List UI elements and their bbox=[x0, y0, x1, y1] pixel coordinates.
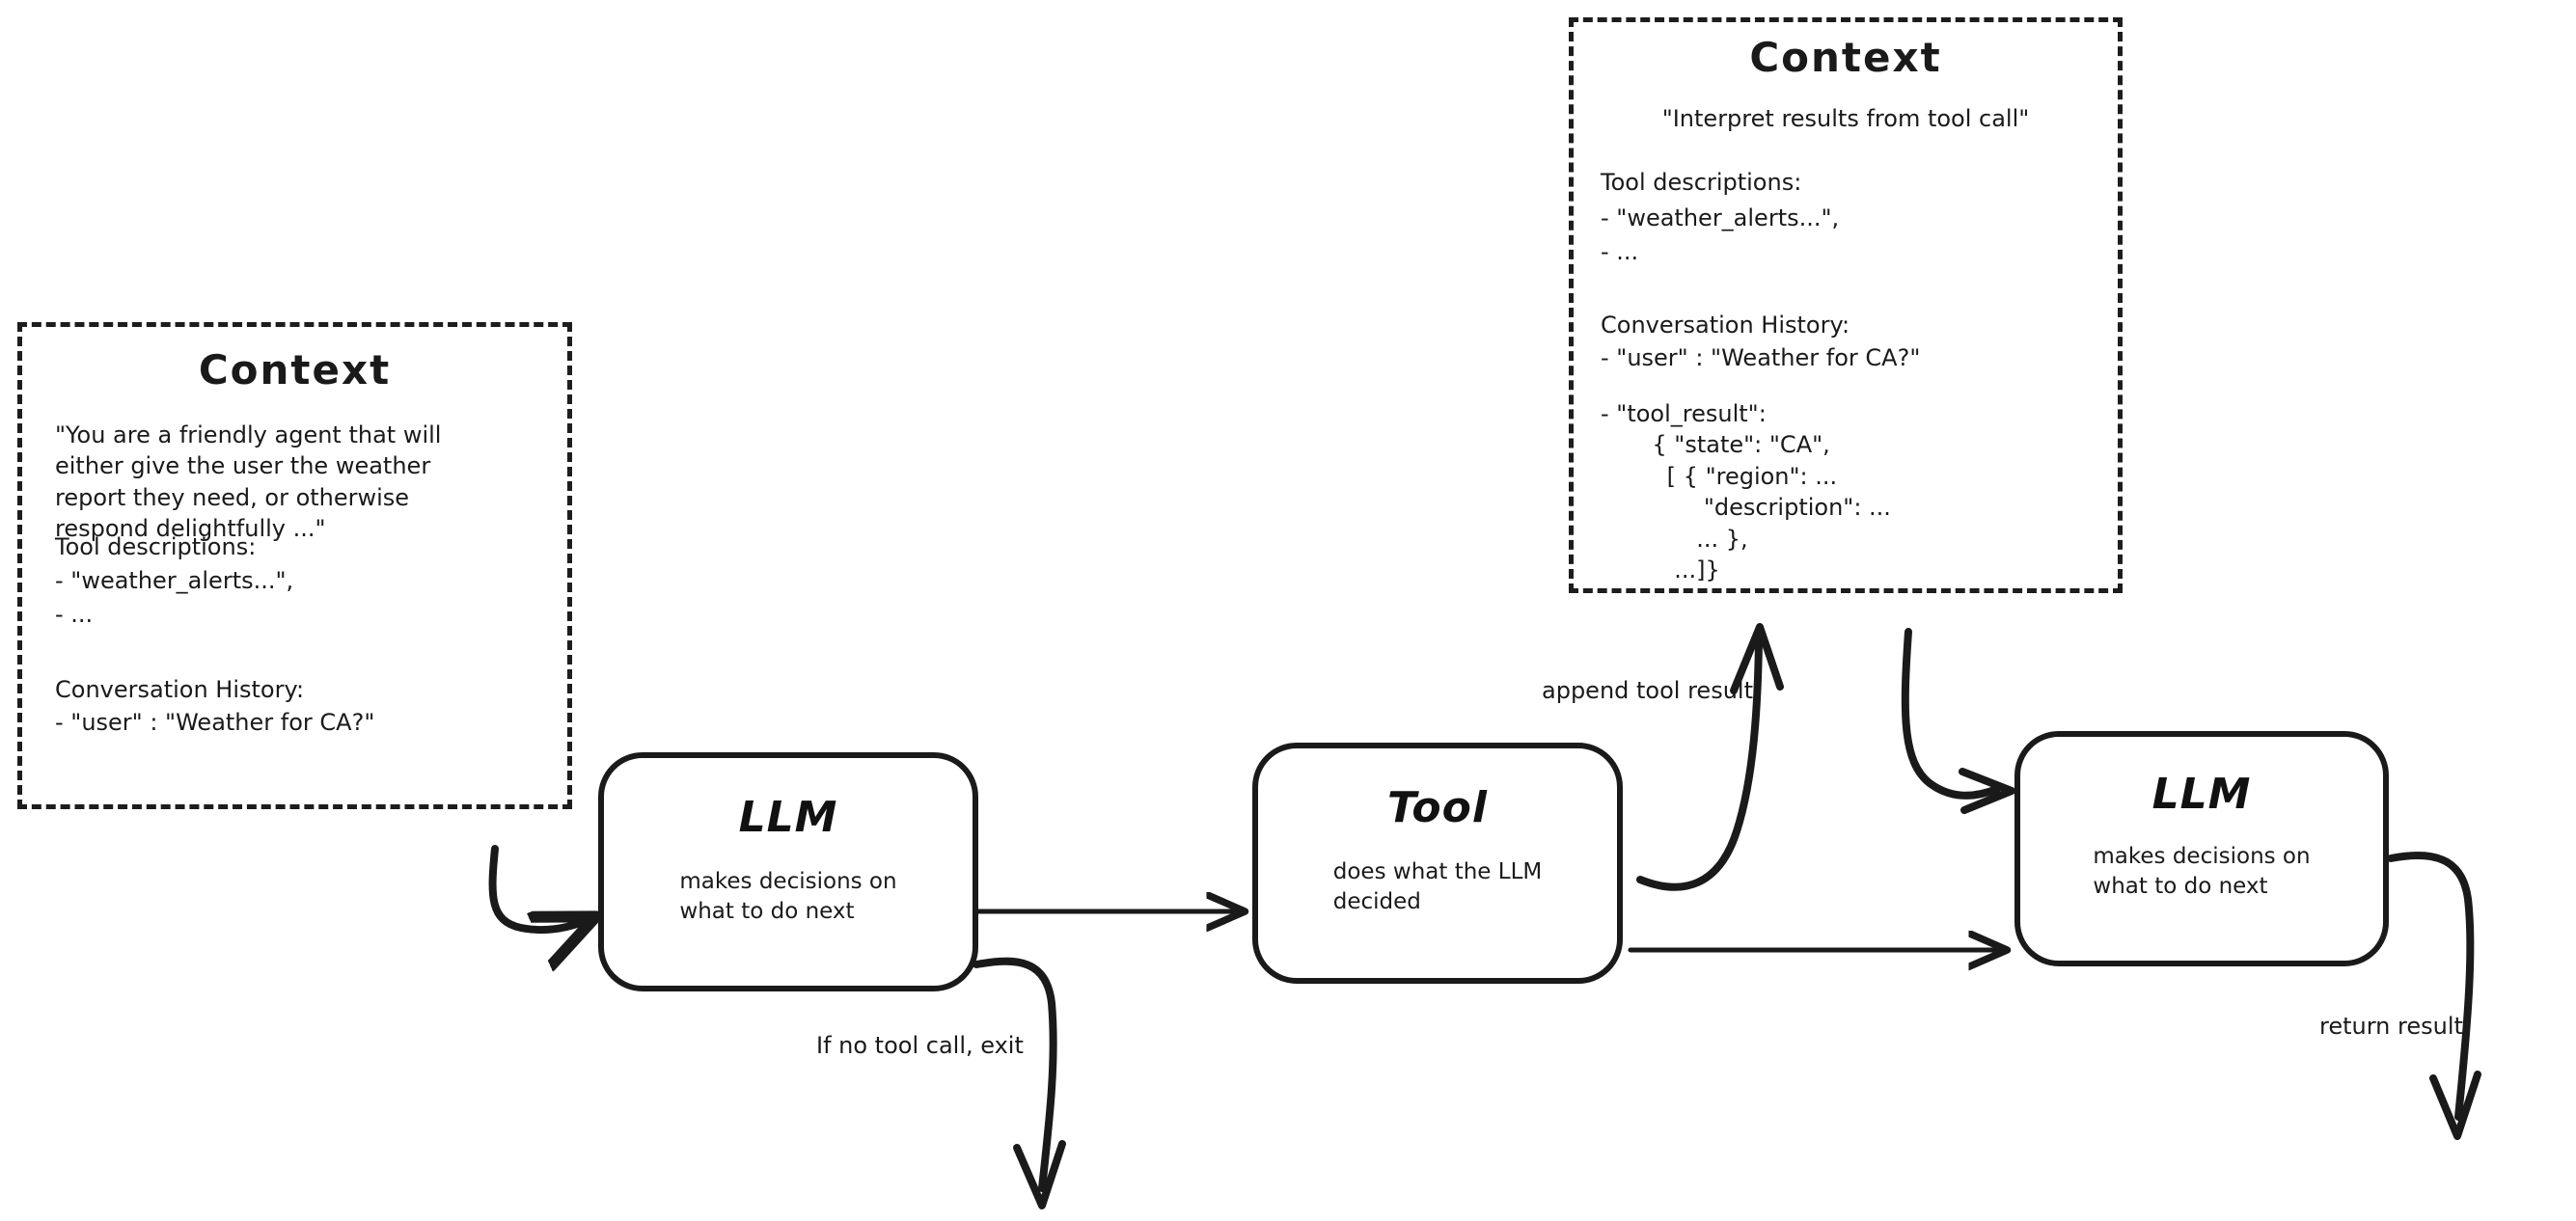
context-left-tool-descriptions-items: - "weather_alerts...", - ... bbox=[55, 567, 294, 628]
node-tool[interactable]: Tool does what the LLM decided bbox=[1252, 743, 1623, 984]
context-left-title: Context bbox=[198, 346, 392, 393]
edge-llm1-exit bbox=[973, 957, 1066, 1209]
context-right-tool-descriptions-items: - "weather_alerts...", - ... bbox=[1601, 204, 1840, 265]
context-right-conversation-header: Conversation History: bbox=[1601, 312, 1850, 339]
context-right-conversation-user: - "user" : "Weather for CA?" bbox=[1601, 344, 1921, 371]
edge-label-return-result: return result bbox=[2319, 1013, 2463, 1040]
edge-llm2-return-result bbox=[2387, 852, 2481, 1140]
context-right-system-prompt: "Interpret results from tool call" bbox=[1661, 105, 2030, 132]
context-left-conversation-items: - "user" : "Weather for CA?" bbox=[55, 709, 375, 736]
node-llm-2-subtitle: makes decisions on what to do next bbox=[2093, 844, 2311, 900]
node-llm-1[interactable]: LLM makes decisions on what to do next bbox=[598, 752, 978, 991]
context-box-after-tool: Context "Interpret results from tool cal… bbox=[1569, 17, 2123, 593]
node-llm-1-title: LLM bbox=[738, 793, 838, 842]
context-left-tool-descriptions-header: Tool descriptions: bbox=[55, 533, 257, 560]
edge-context-to-llm1 bbox=[488, 845, 592, 930]
edge-label-if-no-tool-call-exit: If no tool call, exit bbox=[816, 1032, 1024, 1059]
edge-context-to-llm2 bbox=[1901, 628, 2015, 814]
context-right-conversation-tool-result: - "tool_result": { "state": "CA", [ { "r… bbox=[1601, 400, 1891, 583]
context-left-conversation-header: Conversation History: bbox=[55, 676, 305, 703]
context-left-system-prompt: "You are a friendly agent that will eith… bbox=[55, 421, 442, 543]
node-llm-1-subtitle: makes decisions on what to do next bbox=[679, 869, 897, 925]
context-box-initial: Context "You are a friendly agent that w… bbox=[17, 322, 572, 809]
node-llm-2[interactable]: LLM makes decisions on what to do next bbox=[2014, 731, 2389, 966]
context-right-title: Context bbox=[1749, 34, 1942, 81]
node-tool-subtitle: does what the LLM decided bbox=[1332, 859, 1543, 915]
edge-label-append-tool-result: append tool result bbox=[1542, 677, 1753, 704]
node-tool-title: Tool bbox=[1387, 783, 1488, 832]
node-llm-2-title: LLM bbox=[2151, 770, 2252, 819]
edge-tool-append-result bbox=[1636, 623, 1784, 891]
context-right-tool-descriptions-header: Tool descriptions: bbox=[1601, 169, 1802, 196]
